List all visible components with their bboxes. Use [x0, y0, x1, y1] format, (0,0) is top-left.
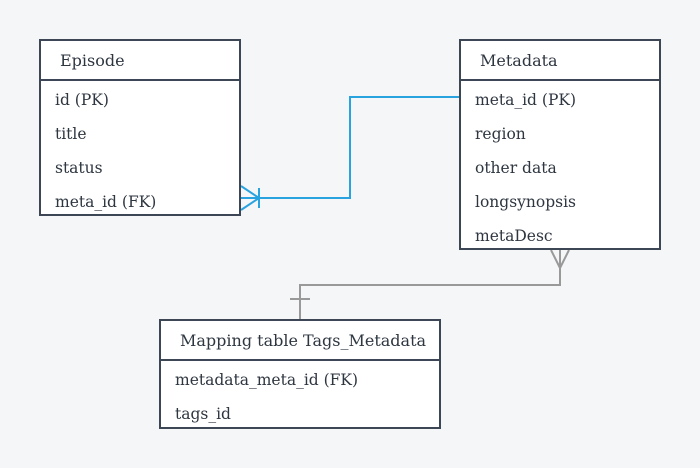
entity-mapping-table[interactable]: Mapping table Tags_Metadata metadata_met… — [159, 319, 441, 429]
entity-metadata[interactable]: Metadata meta_id (PK) region other data … — [459, 39, 661, 250]
field-tags-id[interactable]: tags_id — [175, 405, 231, 423]
entity-fields: meta_id (PK) region other data longsynop… — [461, 81, 659, 253]
relation-metadata-mapping[interactable] — [290, 249, 570, 319]
field-meta-id[interactable]: meta_id (PK) — [475, 91, 576, 109]
field-title[interactable]: title — [55, 125, 87, 143]
entity-fields: id (PK) title status meta_id (FK) — [41, 81, 239, 219]
field-metadata-meta-id[interactable]: metadata_meta_id (FK) — [175, 371, 359, 389]
crowfoot-one-or-many-marker — [240, 185, 260, 211]
relation-metadata-episode[interactable] — [240, 96, 459, 211]
field-status[interactable]: status — [55, 159, 103, 177]
relation-line-blue — [241, 96, 459, 199]
field-other-data[interactable]: other data — [475, 159, 557, 177]
field-metadesc[interactable]: metaDesc — [475, 227, 553, 245]
entity-title: Episode — [41, 41, 239, 81]
entity-episode[interactable]: Episode id (PK) title status meta_id (FK… — [39, 39, 241, 216]
field-id[interactable]: id (PK) — [55, 91, 109, 109]
entity-title: Metadata — [461, 41, 659, 81]
entity-title: Mapping table Tags_Metadata — [161, 321, 439, 361]
field-meta-id[interactable]: meta_id (FK) — [55, 193, 157, 211]
field-region[interactable]: region — [475, 125, 526, 143]
relation-line-gray — [299, 250, 561, 319]
field-longsynopsis[interactable]: longsynopsis — [475, 193, 577, 211]
entity-fields: metadata_meta_id (FK) tags_id — [161, 361, 439, 431]
